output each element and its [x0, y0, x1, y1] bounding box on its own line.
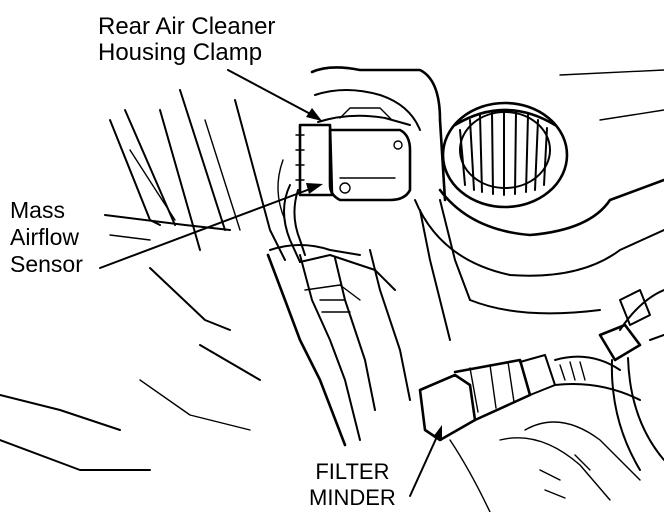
label-mass-airflow-sensor: Mass Airflow Sensor	[10, 197, 83, 277]
leader-lines	[99, 69, 442, 497]
mass-airflow-sensor-part	[277, 123, 412, 263]
reservoir-cap-part	[414, 69, 664, 315]
filter-minder-part	[418, 289, 664, 512]
label-filter-minder: FILTER MINDER	[309, 459, 396, 510]
air-cleaner-duct	[266, 66, 471, 447]
label-rear-air-cleaner-housing-clamp: Rear Air Cleaner Housing Clamp	[98, 13, 276, 66]
left-body-panels	[0, 89, 286, 471]
